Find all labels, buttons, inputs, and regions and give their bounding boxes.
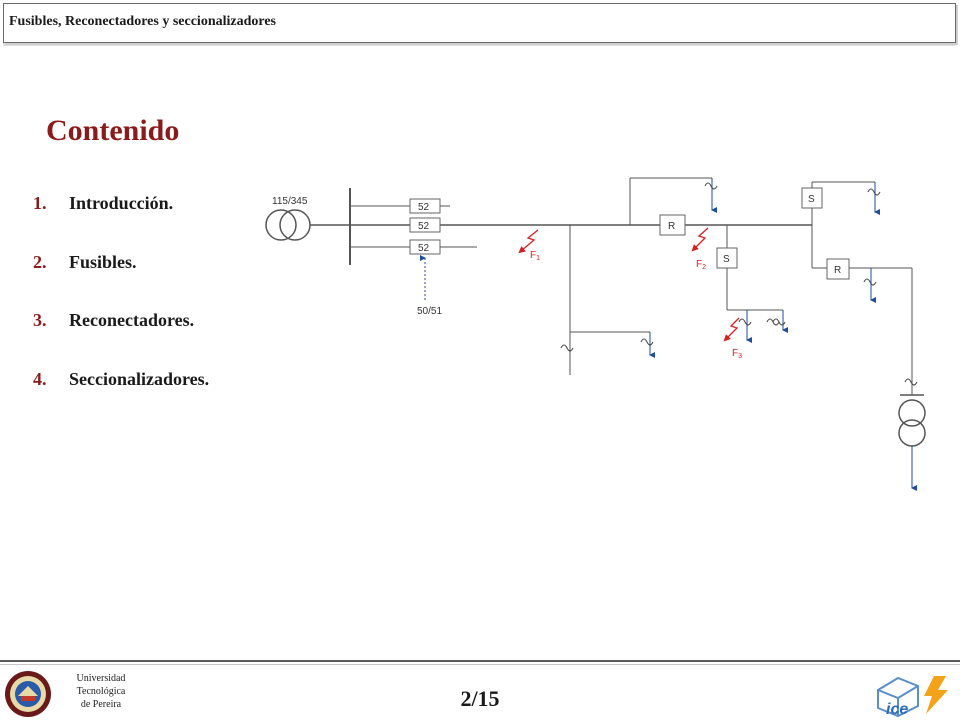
- toc-item: 2. Fusibles.: [33, 252, 239, 311]
- university-name-line: de Pereira: [80, 699, 122, 710]
- svg-text:F3: F3: [732, 348, 742, 360]
- toc-item-label: Reconectadores.: [69, 310, 195, 330]
- relay-label: 50/51: [417, 306, 442, 317]
- breaker-label: 52: [418, 221, 430, 232]
- overcurrent-relay: 50/51: [417, 255, 442, 317]
- fault-subscript: 3: [738, 353, 742, 360]
- recloser-label: R: [668, 221, 675, 232]
- header-bar: Fusibles, Reconectadores y seccionalizad…: [3, 3, 956, 43]
- fault-letter: F: [530, 250, 536, 261]
- recloser-label: R: [834, 265, 841, 276]
- fault-f2: F2: [691, 227, 709, 271]
- toc-item: 3. Reconectadores.: [33, 310, 239, 369]
- transformer-label: 115/345: [272, 196, 308, 207]
- fault-subscript: 1: [536, 255, 540, 262]
- distribution-system-diagram: 115/345 52 52 52 50/51 F1: [265, 177, 926, 491]
- top-branch: [629, 177, 718, 225]
- breaker-label: 52: [418, 202, 430, 213]
- source-transformer: 115/345: [265, 196, 350, 241]
- toc-item: 1. Introducción.: [33, 193, 239, 252]
- recloser: R: [659, 214, 686, 236]
- feeder-breakers: 52 52 52: [350, 198, 477, 255]
- toc-item-label: Fusibles.: [69, 251, 137, 272]
- table-of-contents: 1. Introducción. 2. Fusibles. 3. Reconectad…: [33, 193, 239, 427]
- toc-item-label: Introducción.: [69, 193, 174, 213]
- toc-item-number: 3.: [33, 310, 47, 330]
- toc-item-number: 1.: [33, 193, 47, 213]
- fault-f1: F1: [518, 229, 540, 262]
- fault-f3: F3: [723, 317, 742, 360]
- header-title: Fusibles, Reconectadores y seccionalizad…: [9, 14, 277, 29]
- university-name-line: Tecnológica: [76, 686, 126, 697]
- footer-divider: [0, 660, 960, 662]
- university-name: Universidad Tecnológica de Pereira: [56, 672, 146, 711]
- sectionalizer-label: S: [808, 194, 815, 205]
- toc-item-number: 4.: [33, 368, 47, 389]
- sectionalizer-label: S: [723, 254, 730, 265]
- svg-text:F2: F2: [696, 259, 706, 271]
- sectionalizer-branch: S: [716, 225, 788, 343]
- footer-divider: [0, 664, 960, 665]
- fault-letter: F: [696, 259, 702, 270]
- utp-seal-icon: [5, 671, 51, 717]
- toc-item-label: Seccionalizadores.: [69, 368, 210, 389]
- ice-logo-icon: ice: [877, 676, 948, 718]
- fault-letter: F: [732, 348, 738, 359]
- svg-text:ice: ice: [886, 701, 908, 718]
- fault-subscript: 2: [702, 264, 706, 271]
- page-number: 2/15: [460, 686, 500, 711]
- svg-text:F1: F1: [530, 250, 540, 262]
- university-name-line: Universidad: [76, 673, 126, 684]
- toc-item-number: 2.: [33, 251, 47, 272]
- breaker-label: 52: [418, 243, 430, 254]
- slide-title: Contenido: [46, 114, 180, 147]
- lateral-feeder: [560, 225, 655, 375]
- toc-item: 4. Seccionalizadores.: [33, 369, 239, 428]
- downstream-section: S R: [801, 181, 926, 491]
